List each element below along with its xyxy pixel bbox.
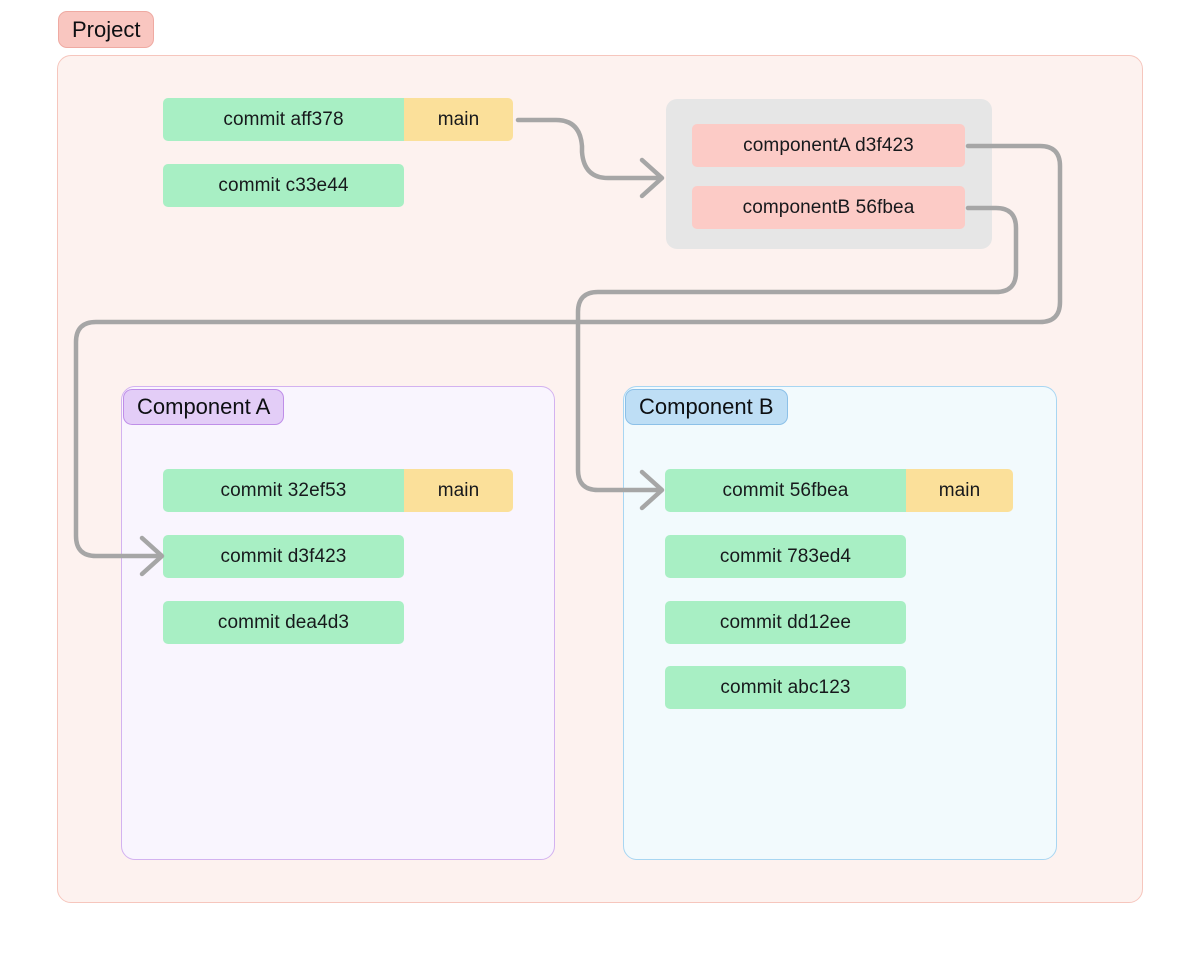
submodule-pointer-component-a-label: componentA d3f423 [743,134,914,156]
component-a-commit-0-branch-tag[interactable]: main [404,469,513,512]
project-commit-0-branch-tag[interactable]: main [404,98,513,141]
component-a-title-label: Component A [137,394,271,419]
component-a-commit-0-branch-label: main [437,479,480,501]
project-commit-1-label: commit c33e44 [218,174,349,196]
component-a-commit-1[interactable]: commit d3f423 [163,535,404,578]
component-a-commit-2[interactable]: commit dea4d3 [163,601,404,644]
component-b-commit-1-label: commit 783ed4 [719,545,852,567]
component-b-title-badge: Component B [625,389,788,425]
project-commit-1[interactable]: commit c33e44 [163,164,404,207]
component-b-commit-0-label: commit 56fbea [722,479,849,501]
project-commit-0-branch-label: main [437,108,480,130]
component-a-commit-1-label: commit d3f423 [220,545,347,567]
submodule-pointer-component-b[interactable]: componentB 56fbea [692,186,965,229]
component-b-title-label: Component B [639,394,774,419]
submodule-pointer-component-b-label: componentB 56fbea [742,196,915,218]
component-b-commit-1[interactable]: commit 783ed4 [665,535,906,578]
component-b-commit-2[interactable]: commit dd12ee [665,601,906,644]
project-commit-0[interactable]: commit aff378 [163,98,404,141]
component-a-commit-0[interactable]: commit 32ef53 [163,469,404,512]
project-title-badge: Project [58,11,155,48]
component-a-title-badge: Component A [123,389,285,425]
component-b-commit-2-label: commit dd12ee [719,611,852,633]
component-b-commit-0-branch-tag[interactable]: main [906,469,1013,512]
project-title-label: Project [72,16,141,42]
component-b-commit-0[interactable]: commit 56fbea [665,469,906,512]
component-a-commit-2-label: commit dea4d3 [217,611,350,633]
component-b-commit-0-branch-label: main [938,479,981,501]
submodule-pointer-component-a[interactable]: componentA d3f423 [692,124,965,167]
component-b-commit-3-label: commit abc123 [720,676,851,698]
component-b-commit-3[interactable]: commit abc123 [665,666,906,709]
component-a-commit-0-label: commit 32ef53 [220,479,347,501]
project-commit-0-label: commit aff378 [223,108,344,130]
